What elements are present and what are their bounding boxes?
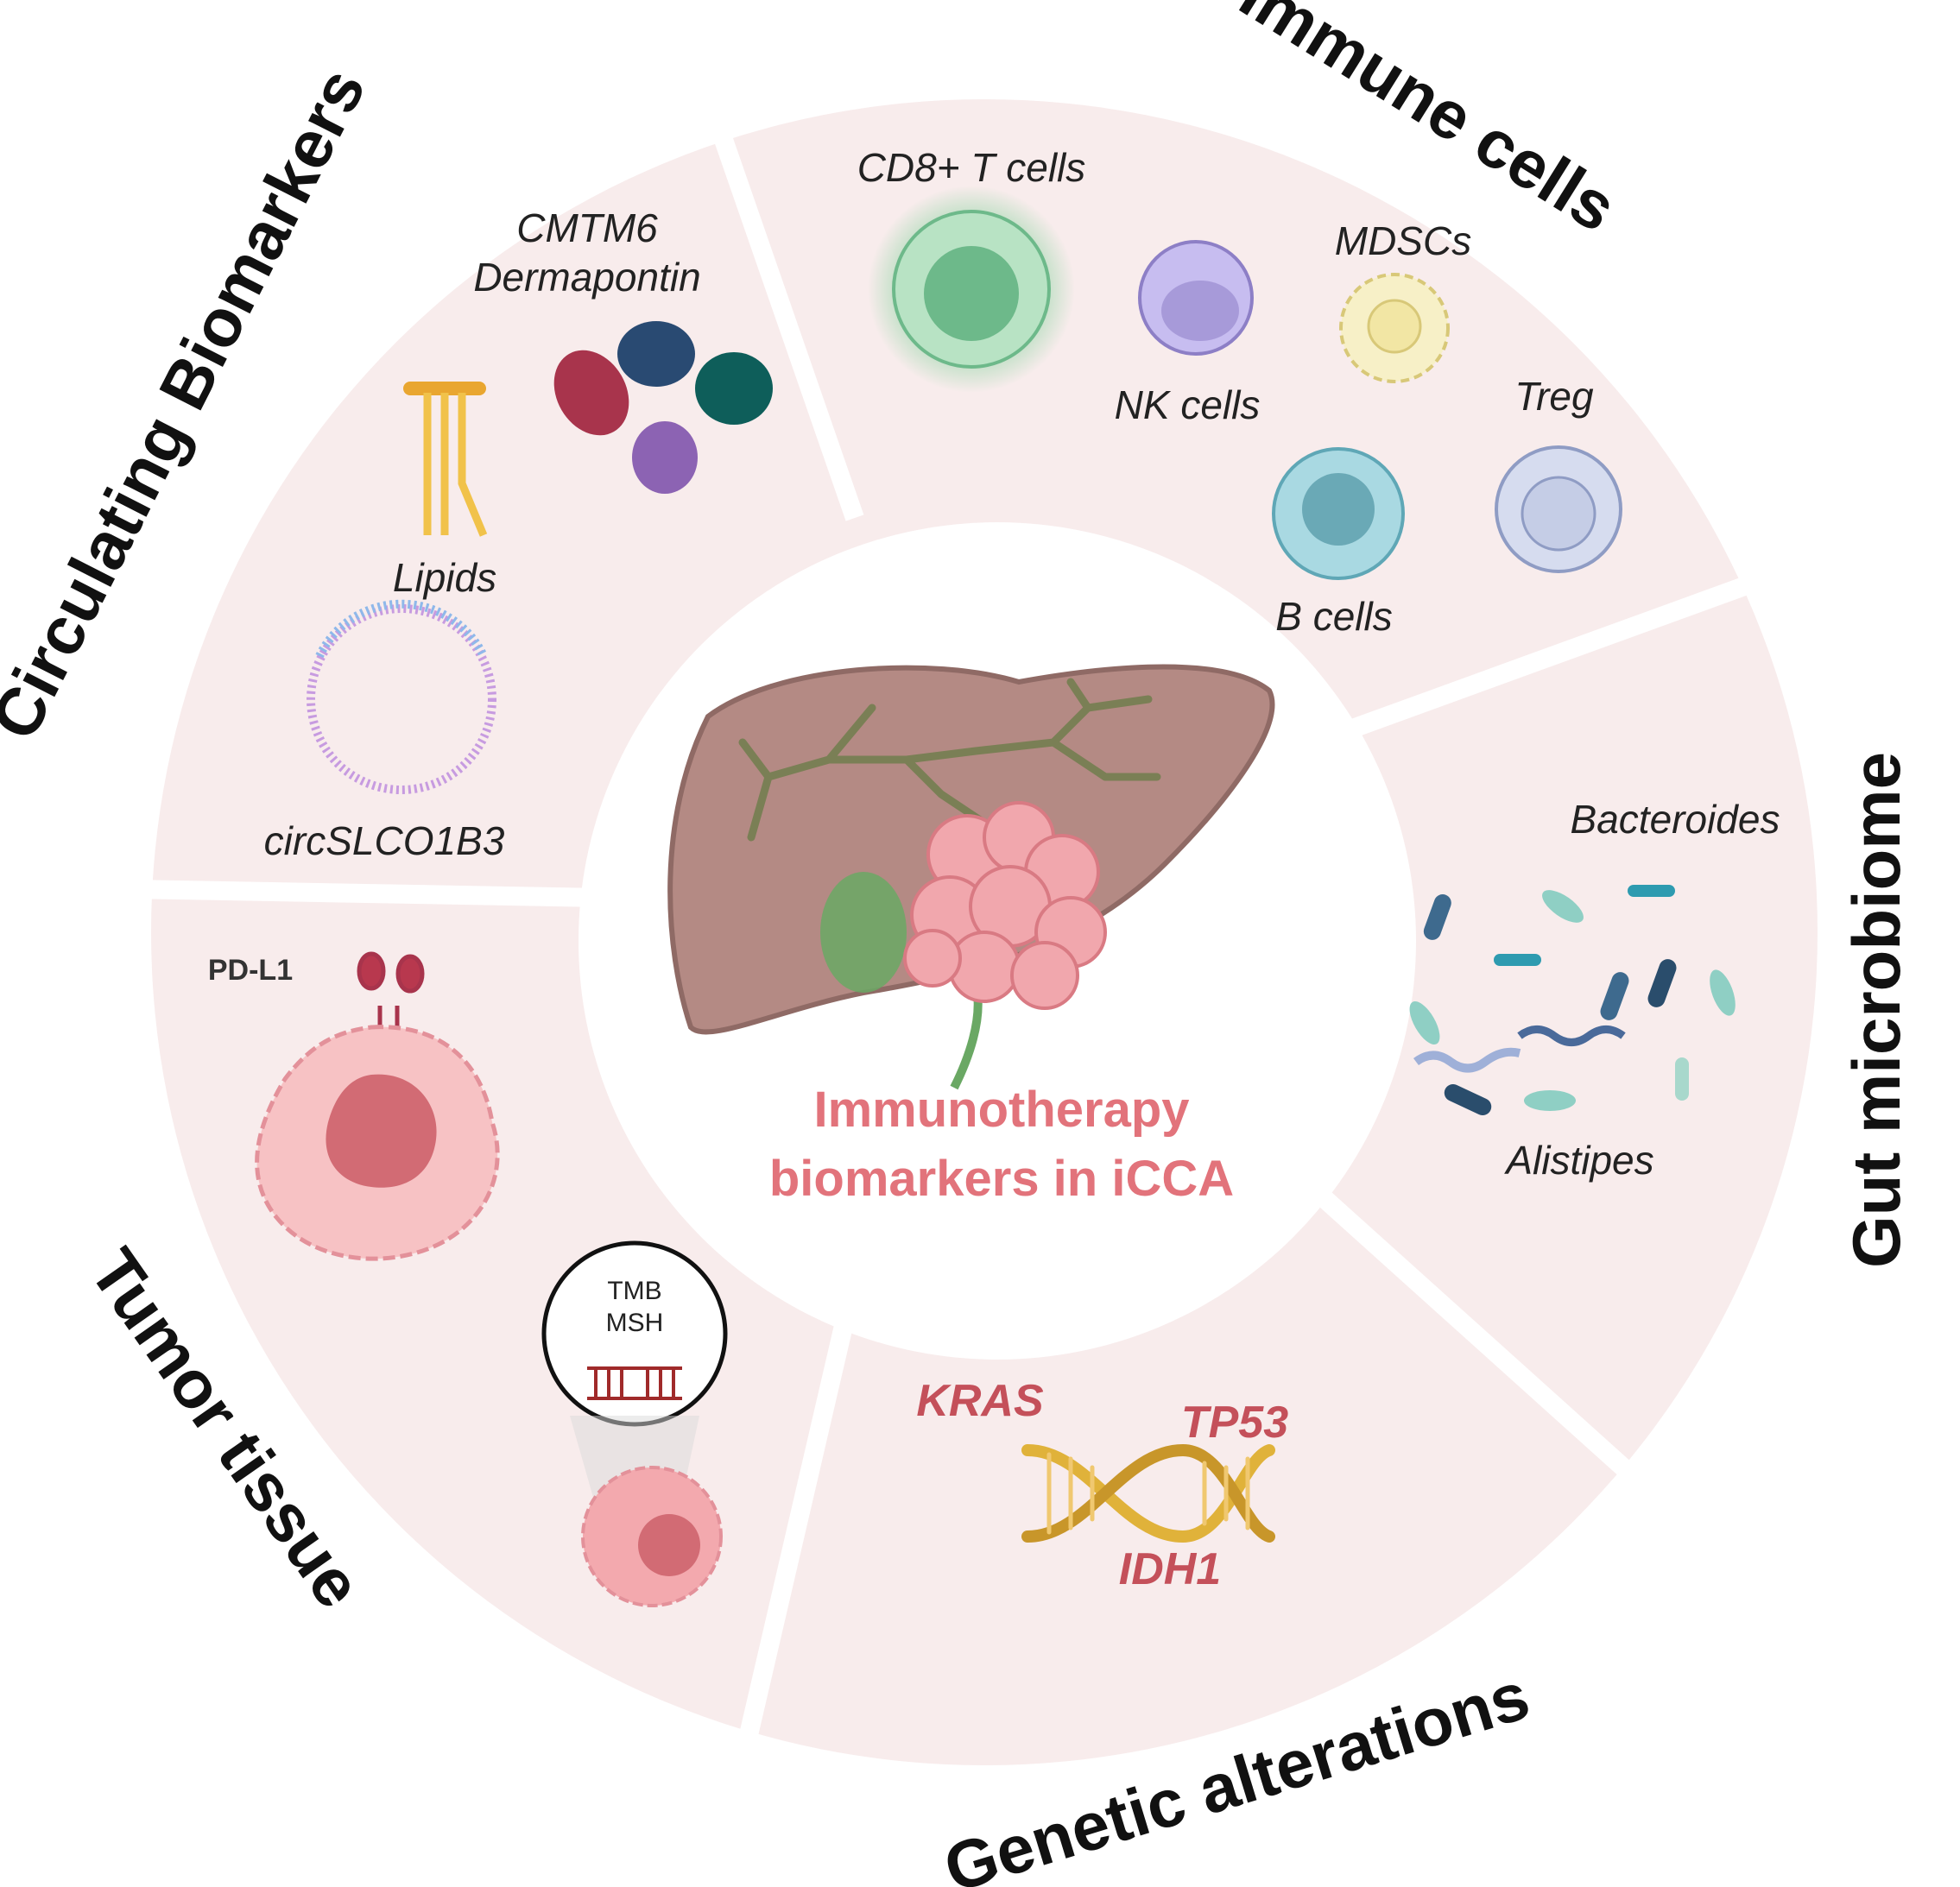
lipid-icon: [403, 382, 488, 537]
treg-nucleus: [1521, 476, 1596, 552]
bacteria-icons: [1409, 885, 1736, 1116]
label-pdl1: PD-L1: [208, 954, 293, 987]
small-tumor-nucleus: [638, 1514, 700, 1576]
separator-tumor-circulating: [129, 880, 605, 907]
label-treg: Treg: [1514, 374, 1594, 419]
separator-gut-genetic: [1271, 1149, 1630, 1475]
label-nk: NK cells: [1115, 382, 1261, 427]
label-msh: MSH: [606, 1309, 664, 1337]
label-kras: KRAS: [916, 1376, 1044, 1426]
circulating-group: CMTM6 Dermapontin Lipids circSLCO1B3: [264, 205, 773, 863]
label-bacteroides: Bacteroides: [1571, 797, 1780, 842]
genetic-group: KRAS TP53 IDH1: [916, 1376, 1288, 1594]
label-cd8: CD8+ T cells: [857, 145, 1086, 190]
label-lipids: Lipids: [393, 555, 496, 600]
separator-genetic-tumor: [733, 1275, 864, 1764]
label-tp53: TP53: [1181, 1398, 1288, 1448]
dna-helix-icon: [1021, 1443, 1275, 1543]
pdl1-receptor-icon: [357, 951, 425, 1036]
circrna-icon: [307, 604, 496, 794]
separator-immune-gut: [1335, 552, 1817, 743]
gallbladder: [820, 872, 907, 993]
label-idh1: IDH1: [1119, 1544, 1221, 1594]
mdsc-nucleus: [1367, 299, 1422, 354]
immune-cells-group: CD8+ T cells NK cells MDSCs Treg B cells: [857, 145, 1622, 639]
center-title-line2: biomarkers in iCCA: [769, 1151, 1234, 1207]
circrna-blue-arc: [315, 599, 488, 659]
tumor-nucleus: [326, 1074, 437, 1188]
label-bcells: B cells: [1275, 594, 1392, 639]
tumor-group: PD-L1 TMB MSH: [208, 951, 728, 1607]
biliary-tree: [738, 678, 1161, 842]
dna-ladder-icon: [587, 1366, 682, 1400]
gut-group: Bacteroides Alistipes: [1409, 797, 1780, 1183]
label-tmb: TMB: [607, 1277, 661, 1305]
cd8-nucleus: [924, 246, 1019, 341]
label-circ: circSLCO1B3: [264, 818, 505, 863]
protein-icons: [553, 321, 773, 494]
label-dermapontin: Dermapontin: [473, 255, 700, 300]
label-cmtm6: CMTM6: [516, 205, 658, 250]
liver-illustration: [667, 664, 1275, 1090]
label-alistipes: Alistipes: [1503, 1138, 1653, 1183]
label-mdsc: MDSCs: [1335, 218, 1471, 263]
bcell-nucleus: [1302, 473, 1375, 546]
separator-circulating-immune: [699, 92, 864, 521]
tumor-cluster: [903, 801, 1107, 1010]
nk-nucleus: [1161, 281, 1239, 341]
sector-title-gut: Gut microbiome: [1838, 752, 1914, 1268]
center-title-line1: Immunotherapy: [813, 1082, 1189, 1138]
